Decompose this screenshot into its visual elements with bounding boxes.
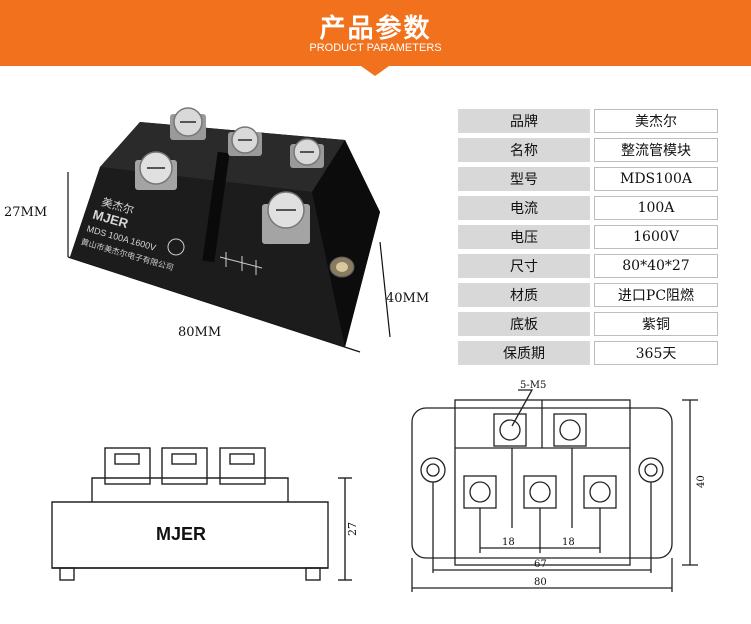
spec-value: 整流管模块 <box>594 138 718 162</box>
terminal-2 <box>228 126 262 156</box>
spec-value: 进口PC阻燃 <box>594 283 718 307</box>
side-height-dim: 27 <box>346 522 359 536</box>
mount-hole <box>329 256 355 278</box>
spec-row: 底板紫铜 <box>458 312 718 336</box>
spec-key: 底板 <box>458 312 590 336</box>
total-width-dim: 80 <box>534 577 547 588</box>
spec-key: 材质 <box>458 283 590 307</box>
spec-key: 尺寸 <box>458 254 590 278</box>
page-title: 产品参数 <box>319 14 432 44</box>
photo-depth-dim: 40MM <box>386 291 429 306</box>
spec-key: 保质期 <box>458 341 590 365</box>
terminal-4 <box>135 151 177 190</box>
spec-gap <box>590 109 594 133</box>
spec-gap <box>590 254 594 278</box>
spec-value: 1600V <box>594 225 718 249</box>
hole-span-dim: 67 <box>534 559 547 570</box>
side-terminal-2 <box>161 447 208 485</box>
side-terminal-3 <box>219 447 266 485</box>
product-photo: 27MM 80MM 40MM 美杰尔 MJ <box>4 107 429 353</box>
terminal-5 <box>262 191 310 244</box>
spec-gap <box>590 167 594 191</box>
side-view-drawing: MJER 27 <box>51 447 359 581</box>
circuit-symbol-icon <box>219 252 263 275</box>
certification-mark-icon <box>167 238 185 256</box>
page-subtitle: PRODUCT PARAMETERS <box>309 42 442 54</box>
side-view-label: MJER <box>156 524 206 544</box>
spec-key: 名称 <box>458 138 590 162</box>
side-terminal-1 <box>104 447 151 485</box>
spec-key: 品牌 <box>458 109 590 133</box>
spec-key: 型号 <box>458 167 590 191</box>
spec-value: 80*40*27 <box>594 254 718 278</box>
pitch-right-dim: 18 <box>562 537 575 548</box>
terminal-3 <box>290 138 324 168</box>
photo-height-dim: 27MM <box>4 205 47 220</box>
top-view-drawing: 5-M5 18 18 67 80 40 <box>411 380 707 592</box>
terminal-1 <box>170 107 206 140</box>
header-banner <box>0 0 751 66</box>
screw-spec-label: 5-M5 <box>520 380 546 391</box>
spec-value: MDS100A <box>594 167 718 191</box>
spec-value: 100A <box>594 196 718 220</box>
depth-dim: 40 <box>696 475 707 488</box>
photo-width-dim: 80MM <box>178 325 221 340</box>
spec-value: 365天 <box>594 341 718 365</box>
spec-gap <box>590 138 594 162</box>
spec-row: 材质进口PC阻燃 <box>458 283 718 307</box>
spec-gap <box>590 283 594 307</box>
spec-row: 名称整流管模块 <box>458 138 718 162</box>
spec-gap <box>590 196 594 220</box>
spec-gap <box>590 312 594 336</box>
spec-key: 电流 <box>458 196 590 220</box>
spec-key: 电压 <box>458 225 590 249</box>
spec-row: 品牌美杰尔 <box>458 109 718 133</box>
banner-notch <box>361 66 389 76</box>
spec-value: 紫铜 <box>594 312 718 336</box>
pitch-left-dim: 18 <box>502 537 515 548</box>
spec-gap <box>590 225 594 249</box>
spec-value: 美杰尔 <box>594 109 718 133</box>
spec-gap <box>590 341 594 365</box>
